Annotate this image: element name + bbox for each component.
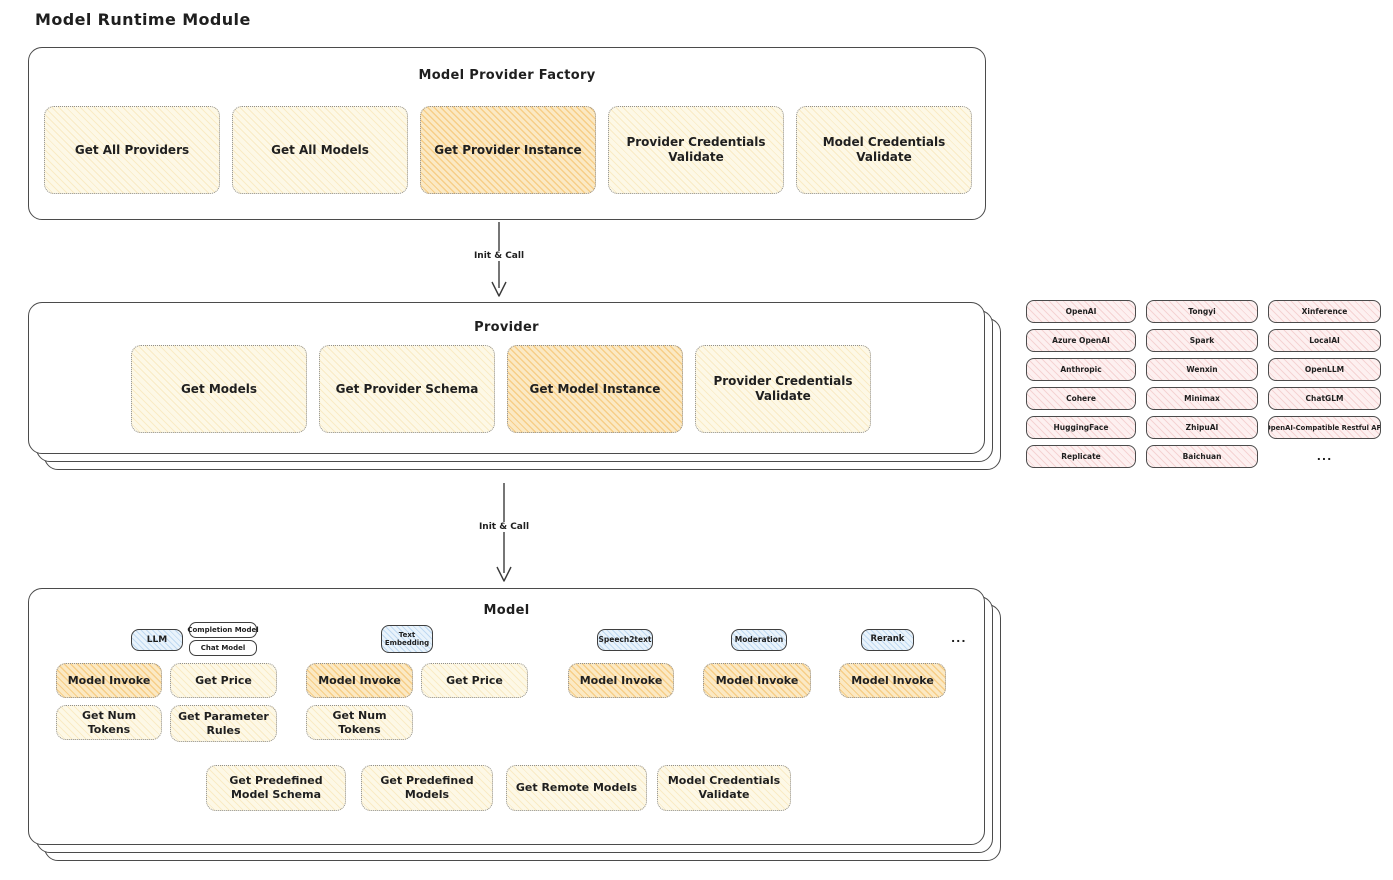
provider-openai-compatible-restful-api: OpenAI-Compatible Restful API [1268, 416, 1381, 439]
provider-chatglm: ChatGLM [1268, 387, 1381, 410]
node-get-all-models: Get All Models [232, 106, 408, 194]
node-embedding-model-invoke: Model Invoke [306, 663, 413, 698]
provider-wenxin: Wenxin [1146, 358, 1258, 381]
node-rerank-model-invoke: Model Invoke [839, 663, 946, 698]
page-title: Model Runtime Module [35, 10, 251, 29]
model-title: Model [483, 603, 530, 618]
provider-title: Provider [474, 320, 539, 335]
provider-zhipuai: ZhipuAI [1146, 416, 1258, 439]
node-model-credentials-validate: Model Credentials Validate [796, 106, 972, 194]
node-embedding-get-price: Get Price [421, 663, 528, 698]
node-llm-get-num-tokens: Get Num Tokens [56, 705, 162, 740]
node-get-model-instance: Get Model Instance [507, 345, 683, 433]
provider-azure-openai: Azure OpenAI [1026, 329, 1136, 352]
node-speech2text-model-invoke: Model Invoke [568, 663, 674, 698]
provider-openai: OpenAI [1026, 300, 1136, 323]
node-moderation-model-invoke: Model Invoke [703, 663, 811, 698]
node-get-models: Get Models [131, 345, 307, 433]
provider-cohere: Cohere [1026, 387, 1136, 410]
node-provider-credentials-validate-2: Provider Credentials Validate [695, 345, 871, 433]
providers-ellipsis: ... [1316, 450, 1333, 463]
provider-buttons-row: Get Models Get Provider Schema Get Model… [131, 345, 871, 433]
tag-llm: LLM [131, 629, 183, 651]
node-get-remote-models: Get Remote Models [506, 765, 647, 811]
node-get-predefined-models: Get Predefined Models [361, 765, 493, 811]
provider-huggingface: HuggingFace [1026, 416, 1136, 439]
node-llm-get-parameter-rules: Get Parameter Rules [170, 705, 277, 742]
tag-text-embedding: Text Embedding [381, 625, 433, 653]
provider-frame: Provider Get Models Get Provider Schema … [28, 302, 985, 454]
tag-rerank: Rerank [861, 629, 914, 651]
tags-ellipsis: ... [951, 632, 967, 645]
factory-buttons-row: Get All Providers Get All Models Get Pro… [44, 106, 972, 194]
provider-spark: Spark [1146, 329, 1258, 352]
node-embedding-get-num-tokens: Get Num Tokens [306, 705, 413, 740]
arrow2-label: Init & Call [474, 522, 534, 532]
arrow1-label: Init & Call [469, 251, 529, 261]
node-get-provider-instance: Get Provider Instance [420, 106, 596, 194]
arrow-provider-to-model [496, 483, 512, 582]
tag-speech2text: Speech2text [597, 629, 653, 651]
node-provider-credentials-validate: Provider Credentials Validate [608, 106, 784, 194]
tag-chat-model: Chat Model [189, 640, 257, 656]
model-frame: Model LLM Completion Model Chat Model Te… [28, 588, 985, 845]
node-get-predefined-model-schema: Get Predefined Model Schema [206, 765, 346, 811]
provider-xinference: Xinference [1268, 300, 1381, 323]
tag-completion-model: Completion Model [187, 622, 259, 638]
node-llm-get-price: Get Price [170, 663, 277, 698]
provider-minimax: Minimax [1146, 387, 1258, 410]
provider-tongyi: Tongyi [1146, 300, 1258, 323]
node-get-provider-schema: Get Provider Schema [319, 345, 495, 433]
providers-panel: OpenAI Tongyi Xinference Azure OpenAI Sp… [1026, 300, 1381, 468]
node-model-credentials-validate-2: Model Credentials Validate [657, 765, 791, 811]
provider-openllm: OpenLLM [1268, 358, 1381, 381]
factory-frame: Model Provider Factory Get All Providers… [28, 47, 986, 220]
provider-replicate: Replicate [1026, 445, 1136, 468]
provider-anthropic: Anthropic [1026, 358, 1136, 381]
node-get-all-providers: Get All Providers [44, 106, 220, 194]
provider-localai: LocalAI [1268, 329, 1381, 352]
tag-moderation: Moderation [731, 629, 787, 651]
node-llm-model-invoke: Model Invoke [56, 663, 162, 698]
factory-title: Model Provider Factory [418, 68, 596, 83]
provider-baichuan: Baichuan [1146, 445, 1258, 468]
